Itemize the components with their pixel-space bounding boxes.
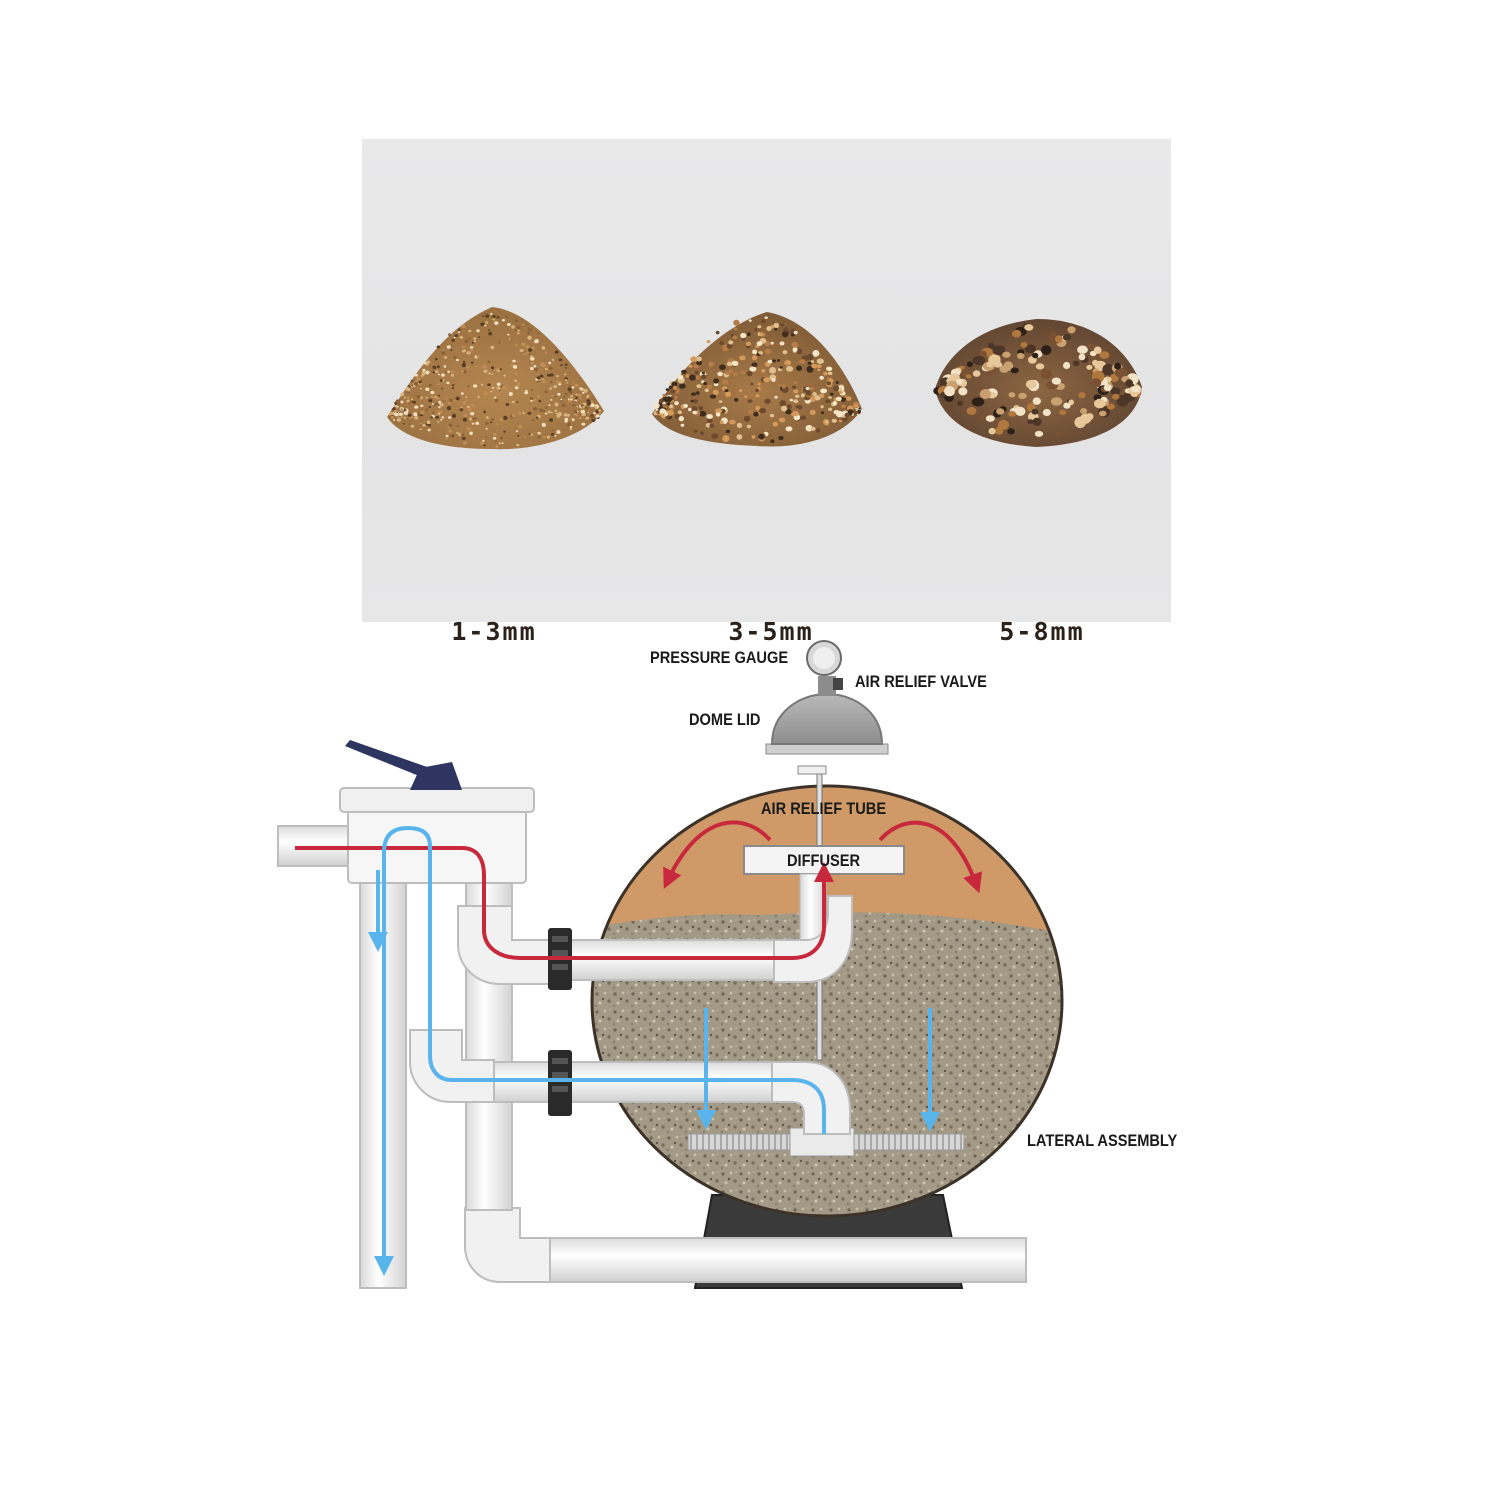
- multiport-valve: [277, 740, 535, 884]
- size-label-3-5mm: 3-5mm: [728, 617, 814, 646]
- dome-lid: [765, 676, 889, 755]
- size-label-5-8mm: 5-8mm: [999, 617, 1085, 646]
- diffuser-flow-right-arrow: [878, 820, 983, 894]
- inflow-arrow: [295, 846, 834, 960]
- label-air-relief-valve: AIR RELIEF VALVE: [855, 672, 987, 691]
- gravel-pile-5-8mm: [933, 319, 1142, 447]
- outflow-arrow: [374, 825, 826, 1276]
- label-air-relief-tube: AIR RELIEF TUBE: [761, 799, 887, 818]
- label-dome-lid: DOME LID: [689, 710, 761, 729]
- diffuser-flow-left-arrow: [663, 820, 772, 890]
- size-label-1-3mm: 1-3mm: [451, 617, 537, 646]
- bottom-elbow: [464, 1207, 551, 1283]
- pressure-gauge: [806, 640, 843, 690]
- bottom-pipe: [547, 1237, 1027, 1283]
- gravel-pile-3-5mm: [652, 312, 862, 447]
- union-coupling-lower: [548, 1050, 572, 1116]
- label-diffuser: DIFFUSER: [787, 851, 861, 870]
- gravel-samples-panel: 1-3mm 3-5mm 5-8mm: [362, 139, 1171, 646]
- sand-filter-diagram: [277, 640, 1064, 1289]
- upper-inlet-elbow: [457, 905, 551, 985]
- gravel-pile-1-3mm: [387, 307, 604, 450]
- label-pressure-gauge: PRESSURE GAUGE: [650, 648, 789, 667]
- label-lateral-assembly: LATERAL ASSEMBLY: [1027, 1131, 1178, 1150]
